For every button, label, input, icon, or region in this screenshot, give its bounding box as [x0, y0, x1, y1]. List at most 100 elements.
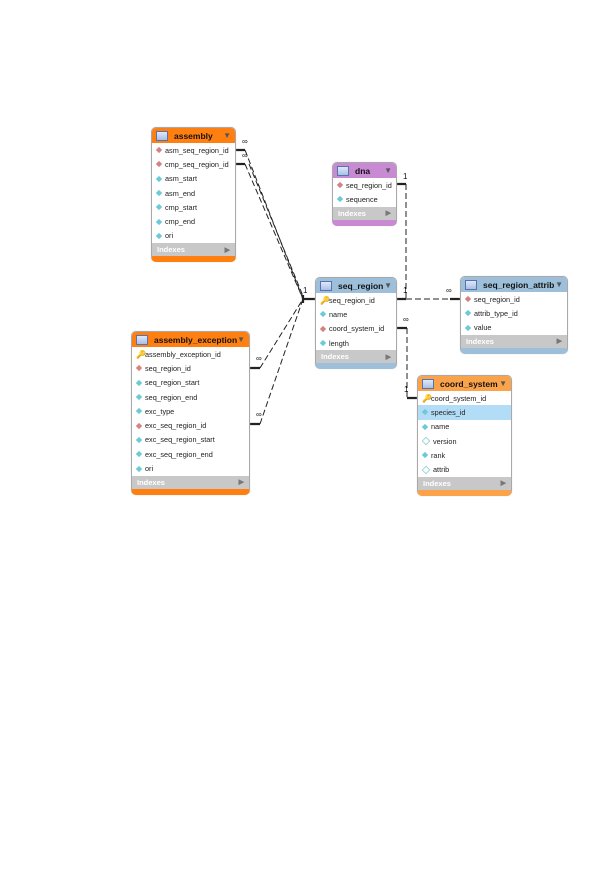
- column-row[interactable]: coord_system_id: [316, 322, 396, 336]
- expand-arrow-icon[interactable]: ▶: [556, 338, 562, 346]
- cardinality-many: ∞: [403, 315, 409, 324]
- indexes-section[interactable]: Indexes ▶: [316, 350, 396, 364]
- indexes-section[interactable]: Indexes▶: [333, 206, 396, 220]
- foreign-key-icon: [135, 422, 143, 429]
- dropdown-arrow-icon[interactable]: ▼: [223, 131, 231, 140]
- indexes-label: Indexes: [321, 352, 349, 362]
- indexes-section[interactable]: Indexes▶: [152, 243, 235, 257]
- table-name: assembly_exception: [154, 334, 238, 345]
- column-name: assembly_exception_id: [145, 349, 221, 359]
- column-row[interactable]: rank: [418, 448, 511, 462]
- column-row[interactable]: ori: [152, 229, 235, 243]
- indexes-section[interactable]: Indexes ▶: [418, 476, 511, 490]
- dropdown-arrow-icon[interactable]: ▼: [384, 166, 392, 175]
- expand-arrow-icon[interactable]: ▶: [385, 353, 391, 361]
- column-row[interactable]: cmp_end: [152, 214, 235, 228]
- column-row[interactable]: seq_region_id: [132, 361, 249, 375]
- table-header[interactable]: seq_region▼: [316, 278, 396, 293]
- column-row[interactable]: exc_seq_region_end: [132, 447, 249, 461]
- table-name: coord_system: [440, 378, 498, 389]
- dropdown-arrow-icon[interactable]: ▼: [237, 335, 246, 344]
- column-row[interactable]: name: [418, 420, 511, 434]
- table-assembly[interactable]: assembly▼ asm_seq_region_id cmp_seq_region…: [151, 127, 236, 263]
- indexes-section[interactable]: Indexes▶: [461, 334, 567, 348]
- column-icon: [155, 204, 163, 211]
- column-name: attrib_type_id: [474, 308, 518, 318]
- column-row[interactable]: length: [316, 336, 396, 350]
- foreign-key-icon: [336, 181, 344, 189]
- column-row[interactable]: seq_region_id: [333, 178, 396, 192]
- dropdown-arrow-icon[interactable]: ▼: [499, 379, 507, 388]
- table-icon: [422, 378, 434, 389]
- column-row[interactable]: exc_seq_region_id: [132, 418, 249, 432]
- cardinality-one: 1: [403, 286, 408, 295]
- column-name: attrib: [433, 465, 450, 475]
- column-name: coord_system_id: [329, 324, 385, 334]
- column-row[interactable]: 🔑seq_region_id: [316, 293, 396, 307]
- column-row[interactable]: exc_seq_region_start: [132, 433, 249, 447]
- expand-arrow-icon[interactable]: ▶: [224, 246, 230, 254]
- foreign-key-icon: [464, 295, 472, 303]
- column-icon: [421, 436, 431, 446]
- column-row[interactable]: attrib_type_id: [461, 306, 567, 320]
- indexes-section[interactable]: Indexes▶: [132, 475, 249, 489]
- column-name: ori: [145, 464, 154, 474]
- column-row[interactable]: cmp_start: [152, 200, 235, 214]
- column-icon: [135, 408, 143, 415]
- dropdown-arrow-icon[interactable]: ▼: [555, 280, 563, 289]
- column-row[interactable]: asm_seq_region_id: [152, 143, 235, 157]
- column-row[interactable]: exc_type: [132, 404, 249, 418]
- cardinality-one: 1: [403, 172, 408, 181]
- table-header[interactable]: dna▼: [333, 163, 396, 178]
- column-name: sequence: [346, 194, 378, 204]
- column-icon: [135, 465, 143, 472]
- column-icon: [135, 393, 143, 401]
- column-name: seq_region_id: [329, 295, 375, 305]
- column-name: asm_seq_region_id: [165, 145, 229, 155]
- column-row[interactable]: asm_end: [152, 186, 235, 200]
- column-name: exc_type: [145, 406, 175, 416]
- expand-arrow-icon[interactable]: ▶: [385, 210, 391, 218]
- column-row[interactable]: name: [316, 307, 396, 321]
- column-row[interactable]: seq_region_id: [461, 292, 567, 306]
- column-row[interactable]: cmp_seq_region_id: [152, 157, 235, 171]
- column-icon: [155, 189, 163, 197]
- table-header[interactable]: assembly▼: [152, 128, 235, 143]
- column-icon: [336, 196, 344, 203]
- column-row[interactable]: ori: [132, 461, 249, 475]
- column-name: cmp_start: [165, 202, 198, 212]
- table-name: seq_region_attrib: [483, 279, 555, 290]
- table-header[interactable]: assembly_exception▼: [132, 332, 249, 347]
- table-name: seq_region: [338, 280, 384, 291]
- indexes-label: Indexes: [423, 478, 451, 488]
- table-header[interactable]: coord_system▼: [418, 376, 511, 391]
- table-header[interactable]: seq_region_attrib▼: [461, 277, 567, 292]
- column-row[interactable]: value: [461, 321, 567, 335]
- table-assembly-exception[interactable]: assembly_exception▼🔑assembly_exception_i…: [131, 331, 250, 495]
- column-name: seq_region_id: [145, 363, 191, 373]
- column-name: exc_seq_region_start: [145, 435, 215, 445]
- column-row[interactable]: sequence: [333, 192, 396, 206]
- dropdown-arrow-icon[interactable]: ▼: [384, 281, 392, 290]
- column-row[interactable]: species_id: [418, 405, 511, 420]
- table-icon: [337, 165, 349, 176]
- expand-arrow-icon[interactable]: ▶: [238, 479, 244, 487]
- foreign-key-icon: [319, 325, 327, 332]
- column-name: asm_start: [165, 174, 198, 184]
- column-row[interactable]: 🔑assembly_exception_id: [132, 347, 249, 361]
- column-name: length: [329, 338, 349, 348]
- column-row[interactable]: attrib: [418, 462, 511, 476]
- column-row[interactable]: seq_region_start: [132, 376, 249, 390]
- column-row[interactable]: version: [418, 434, 511, 448]
- column-name: exc_seq_region_end: [145, 449, 213, 459]
- column-icon: [155, 232, 163, 240]
- column-row[interactable]: 🔑coord_system_id: [418, 391, 511, 405]
- expand-arrow-icon[interactable]: ▶: [500, 480, 506, 488]
- column-row[interactable]: asm_start: [152, 172, 235, 186]
- column-row[interactable]: seq_region_end: [132, 390, 249, 404]
- column-icon: [155, 175, 163, 182]
